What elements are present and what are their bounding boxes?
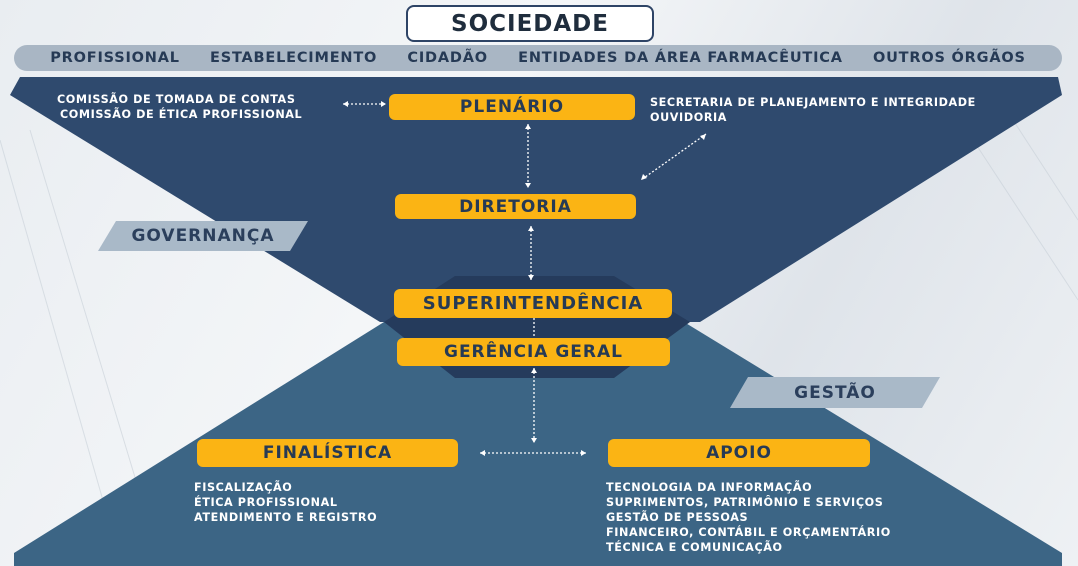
- finalistica-item-atendimento: ATENDIMENTO E REGISTRO: [194, 511, 378, 524]
- gerencia-geral-box: GERÊNCIA GERAL: [397, 338, 670, 366]
- society-item-profissional: PROFISSIONAL: [50, 50, 180, 66]
- finalistica-item-etica: ÉTICA PROFISSIONAL: [194, 496, 338, 509]
- superintendencia-box: SUPERINTENDÊNCIA: [394, 289, 672, 318]
- plenario-box: PLENÁRIO: [389, 94, 635, 120]
- management-area: [14, 322, 1062, 566]
- commissions-list: COMISSÃO DE TOMADA DE CONTAS COMISSÃO DE…: [57, 92, 302, 122]
- management-label: GESTÃO: [794, 382, 876, 403]
- management-tag-shape: [730, 377, 940, 408]
- apoio-item-suprimentos: SUPRIMENTOS, PATRIMÔNIO E SERVIÇOS: [606, 496, 884, 509]
- apoio-item-financeiro: FINANCEIRO, CONTÁBIL E ORÇAMENTÁRIO: [606, 526, 891, 539]
- society-title: SOCIEDADE: [406, 5, 654, 42]
- apoio-box: APOIO: [608, 439, 870, 467]
- society-bar: PROFISSIONAL ESTABELECIMENTO CIDADÃO ENT…: [14, 45, 1062, 71]
- finalistica-list: FISCALIZAÇÃO ÉTICA PROFISSIONAL ATENDIME…: [194, 480, 377, 525]
- diretoria-box: DIRETORIA: [395, 194, 636, 219]
- finalistica-item-fiscalizacao: FISCALIZAÇÃO: [194, 481, 293, 494]
- secretaria-planejamento: SECRETARIA DE PLANEJAMENTO E INTEGRIDADE: [650, 96, 976, 109]
- commission-etica: COMISSÃO DE ÉTICA PROFISSIONAL: [60, 108, 303, 121]
- society-item-cidadao: CIDADÃO: [407, 50, 488, 66]
- apoio-item-tecnica: TÉCNICA E COMUNICAÇÃO: [606, 541, 783, 554]
- society-item-entidades: ENTIDADES DA ÁREA FARMACÊUTICA: [518, 50, 843, 66]
- commission-tomada-contas: COMISSÃO DE TOMADA DE CONTAS: [57, 93, 296, 106]
- finalistica-box: FINALÍSTICA: [197, 439, 458, 467]
- right-units-list: SECRETARIA DE PLANEJAMENTO E INTEGRIDADE…: [650, 95, 976, 125]
- ouvidoria: OUVIDORIA: [650, 111, 728, 124]
- society-item-outros-orgaos: OUTROS ÓRGÃOS: [872, 50, 1026, 66]
- governance-tag-shape: [98, 221, 308, 251]
- society-item-estabelecimento: ESTABELECIMENTO: [210, 50, 378, 66]
- governance-label: GOVERNANÇA: [131, 226, 275, 246]
- apoio-item-pessoas: GESTÃO DE PESSOAS: [606, 511, 749, 524]
- apoio-list: TECNOLOGIA DA INFORMAÇÃO SUPRIMENTOS, PA…: [606, 480, 891, 555]
- apoio-item-ti: TECNOLOGIA DA INFORMAÇÃO: [606, 481, 813, 494]
